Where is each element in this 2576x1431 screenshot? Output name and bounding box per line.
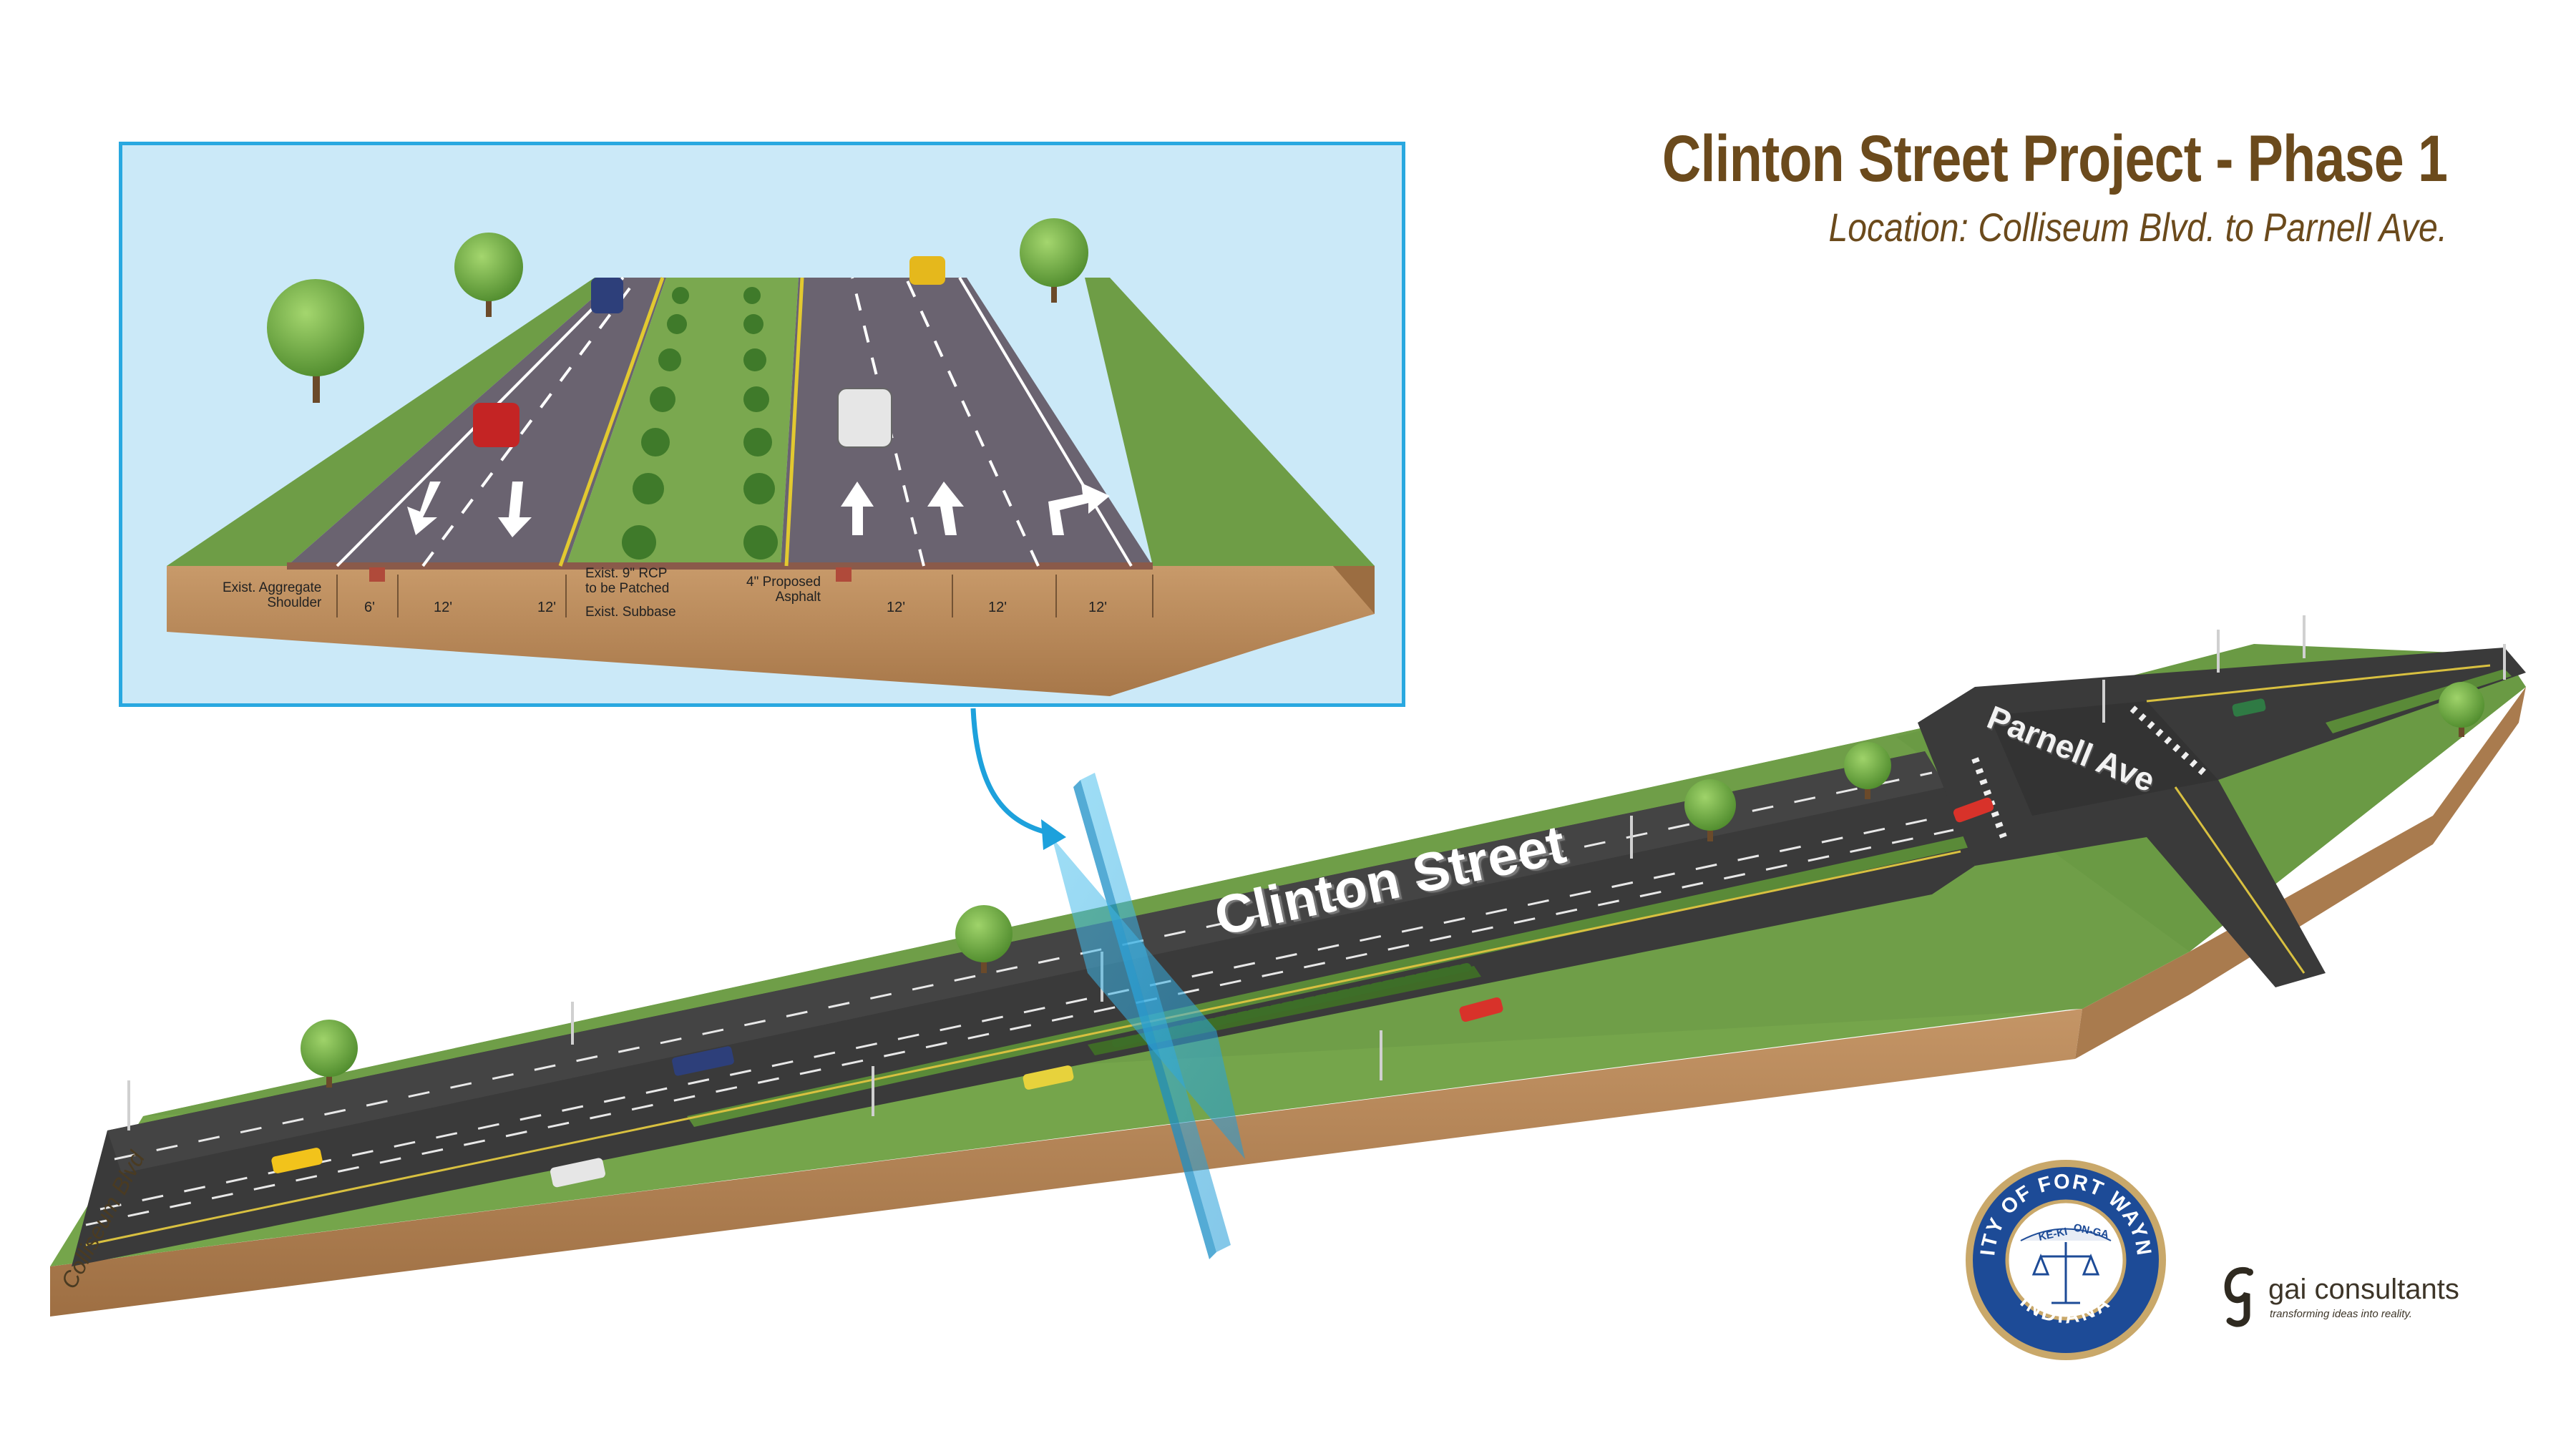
callout-asphalt: 4" Proposed Asphalt: [746, 575, 821, 605]
callout-shoulder-line2: Shoulder: [267, 595, 322, 610]
tree-1: [301, 1020, 358, 1088]
tree-2: [955, 905, 1013, 973]
gai-tagline: transforming ideas into reality.: [2270, 1308, 2412, 1320]
tree-4: [1844, 742, 1891, 799]
callout-subbase: Exist. Subbase: [585, 605, 676, 620]
red-car-2: [1953, 797, 1994, 823]
median-shrubs: [622, 287, 778, 560]
tree-5: [2439, 682, 2484, 737]
callout-shoulder: Exist. Aggregate Shoulder: [223, 580, 321, 610]
callout-rcp-line2: to be Patched: [585, 581, 670, 596]
seal-scales-icon: [2031, 1242, 2100, 1304]
cross-section-inset: 6' 12' 12' 12' 12' 12' Exist. Aggregate …: [119, 142, 1405, 707]
right-grass-bank: [1085, 278, 1375, 566]
dimension-ticks: [336, 575, 1153, 617]
inset-white-suv: [837, 388, 892, 448]
inset-trees: [267, 218, 1088, 403]
blue-truck: [672, 1046, 734, 1076]
inset-blue-truck: [591, 278, 623, 313]
title-block: Clinton Street Project - Phase 1 Locatio…: [1490, 122, 2448, 250]
taxi-car: [271, 1148, 323, 1173]
white-suv: [550, 1158, 605, 1188]
callout-shoulder-line1: Exist. Aggregate: [223, 580, 322, 595]
city-seal: CITY OF FORT WAYNE INDIANA KE-KI ON-GA: [1954, 1138, 2170, 1364]
left-grass-bank: [167, 278, 616, 566]
inset-yellow-car: [909, 256, 945, 285]
soil-section: [167, 566, 1375, 696]
tree-3: [1684, 779, 1736, 841]
inset-vehicles: [473, 256, 945, 448]
cross-section-illustration: [167, 218, 1375, 696]
gai-logo-icon: [2224, 1266, 2253, 1327]
clinton-street-road: [72, 751, 2032, 1266]
median: [566, 278, 799, 566]
right-roadway: [781, 278, 1153, 566]
yellow-car: [1023, 1065, 1074, 1090]
roadside-trees: [301, 682, 2484, 1088]
callout-rcp: Exist. 9" RCP to be Patched: [585, 566, 669, 596]
callout-asphalt-line2: Asphalt: [775, 590, 821, 605]
dim-lane-5: 12': [1088, 600, 1108, 615]
dim-lane-1: 12': [434, 600, 453, 615]
dim-shoulder: 6': [364, 600, 375, 615]
dim-lane-3: 12': [887, 600, 906, 615]
callout-asphalt-line1: 4" Proposed: [746, 575, 821, 590]
dim-lane-4: 12': [988, 600, 1008, 615]
street-lights: [127, 615, 2506, 1130]
location-subtitle: Location: Colliseum Blvd. to Parnell Ave…: [1828, 205, 2447, 250]
callout-rcp-line1: Exist. 9" RCP: [585, 566, 668, 581]
gai-brand-name: gai consultants: [2268, 1274, 2459, 1305]
green-car: [2232, 698, 2266, 717]
vehicles: [271, 698, 2266, 1188]
inset-red-car: [473, 403, 519, 447]
dim-lane-2: 12': [537, 600, 557, 615]
section-cut-plane: [1052, 773, 1245, 1259]
callout-arrow: [970, 708, 1066, 850]
lane-arrows: [407, 482, 1110, 537]
page-title: Clinton Street Project - Phase 1: [1662, 122, 2448, 195]
red-car-1: [1459, 997, 1503, 1022]
